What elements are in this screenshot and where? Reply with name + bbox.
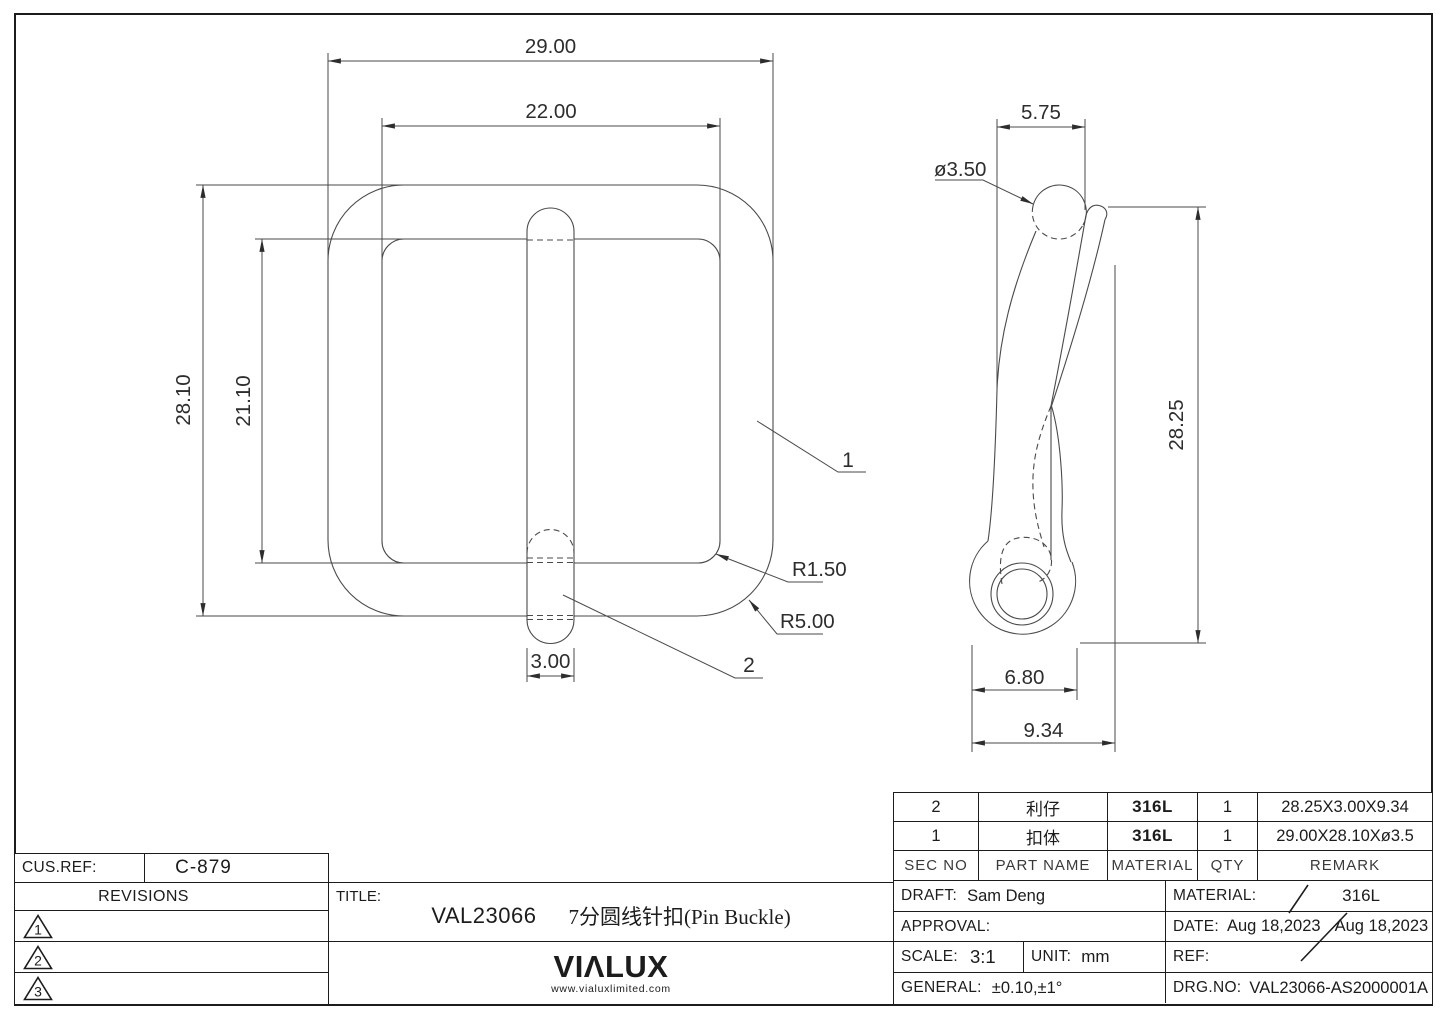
svg-text:2: 2 xyxy=(34,952,42,968)
material-value: 316L xyxy=(1342,886,1380,905)
title-name: 7分圆线针扣(Pin Buckle) xyxy=(568,905,791,929)
revision-triangle-1: 1 xyxy=(23,913,53,938)
header-sec-no: SEC NO xyxy=(894,851,979,880)
svg-text:1: 1 xyxy=(34,921,42,937)
revisions-block: CUS.REF: C-879 REVISIONS 1 2 3 xyxy=(14,853,329,1005)
parts-and-fields-block: 2 利仔 316L 1 28.25X3.00X9.34 1 扣体 316L 1 … xyxy=(893,792,1433,1005)
header-qty: QTY xyxy=(1198,851,1258,880)
title-cell: TITLE: VAL23066 7分圆线针扣(Pin Buckle) xyxy=(329,883,893,942)
part-material: 316L xyxy=(1108,822,1198,850)
unit-value: mm xyxy=(1081,947,1110,966)
logo-cell: VIΛLUX www.vialuxlimited.com xyxy=(329,942,893,1004)
logo-url: www.vialuxlimited.com xyxy=(551,983,671,995)
material-cell: MATERIAL: 316L xyxy=(1166,881,1432,911)
ref-label: REF: xyxy=(1173,948,1210,965)
parts-row-2: 2 利仔 316L 1 28.25X3.00X9.34 xyxy=(894,793,1432,822)
draft-cell: DRAFT: Sam Deng xyxy=(894,881,1166,911)
ref-cell: REF: xyxy=(1166,942,1432,972)
revision-row-1: 1 xyxy=(15,911,328,942)
date-value-1: Aug 18,2023 xyxy=(1227,917,1321,935)
part-remark: 29.00X28.10Xø3.5 xyxy=(1276,826,1414,845)
date-label: DATE: xyxy=(1173,917,1219,935)
unit-cell: UNIT: mm xyxy=(1024,942,1166,972)
part-sec-no: 1 xyxy=(894,822,979,850)
draft-value: Sam Deng xyxy=(967,886,1046,905)
revision-row-3: 3 xyxy=(15,973,328,1003)
revision-triangle-2: 2 xyxy=(23,944,53,969)
scale-cell: SCALE: 3:1 xyxy=(894,942,1024,972)
title-code: VAL23066 xyxy=(431,903,537,928)
cus-ref-value: C-879 xyxy=(175,857,232,878)
general-label: GENERAL: xyxy=(901,979,982,996)
vialux-logo: VIΛLUX xyxy=(553,949,669,984)
revisions-header: REVISIONS xyxy=(98,887,189,905)
scale-label: SCALE: xyxy=(901,948,958,965)
part-material: 316L xyxy=(1108,793,1198,821)
part-qty: 1 xyxy=(1198,793,1258,821)
svg-text:3: 3 xyxy=(34,983,42,999)
drg-no-cell: DRG.NO: VAL23066-AS2000001A xyxy=(1166,973,1432,1003)
header-remark: REMARK xyxy=(1309,857,1381,874)
unit-label: UNIT: xyxy=(1031,948,1072,965)
part-name: 利仔 xyxy=(979,793,1108,821)
parts-header-row: SEC NO PART NAME MATERIAL QTY REMARK xyxy=(894,851,1432,881)
sheet-border xyxy=(14,13,1433,1006)
part-sec-no: 2 xyxy=(894,793,979,821)
material-label: MATERIAL: xyxy=(1173,887,1257,904)
part-remark: 28.25X3.00X9.34 xyxy=(1281,797,1409,816)
drg-no-value: VAL23066-AS2000001A xyxy=(1249,978,1429,997)
parts-row-1: 1 扣体 316L 1 29.00X28.10Xø3.5 xyxy=(894,822,1432,851)
scale-value: 3:1 xyxy=(969,946,996,967)
draft-label: DRAFT: xyxy=(901,887,958,904)
title-logo-block: TITLE: VAL23066 7分圆线针扣(Pin Buckle) VIΛLU… xyxy=(328,882,894,1005)
date-cell: DATE: Aug 18,2023 Aug 18,2023 xyxy=(1166,912,1432,941)
title-label: TITLE: xyxy=(336,888,382,905)
part-name: 扣体 xyxy=(979,822,1108,850)
header-material: MATERIAL xyxy=(1108,851,1198,880)
cus-ref-row: CUS.REF: C-879 xyxy=(15,854,328,883)
date-value-2: Aug 18,2023 xyxy=(1334,917,1429,935)
cus-ref-label: CUS.REF: xyxy=(22,859,97,876)
general-value: ±0.10,±1° xyxy=(991,978,1063,997)
approval-cell: APPROVAL: xyxy=(894,912,1166,941)
revision-row-2: 2 xyxy=(15,942,328,973)
approval-label: APPROVAL: xyxy=(901,917,991,935)
drg-no-label: DRG.NO: xyxy=(1173,979,1242,996)
general-cell: GENERAL: ±0.10,±1° xyxy=(894,973,1166,1003)
revision-triangle-3: 3 xyxy=(23,975,53,1000)
header-part-name: PART NAME xyxy=(979,851,1108,880)
part-qty: 1 xyxy=(1198,822,1258,850)
